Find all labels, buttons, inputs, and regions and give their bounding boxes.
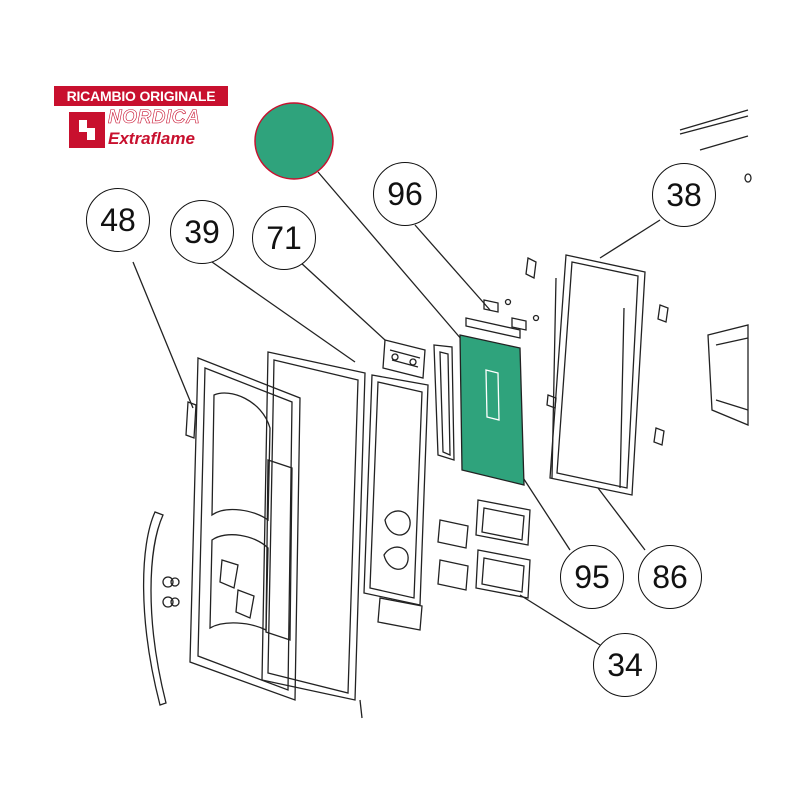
callout-95: 95 [560,545,624,609]
leader-86 [597,487,646,551]
brand-name: NORDICA [108,107,201,129]
glass-panel-95 [459,334,525,486]
brand-subname: Extraflame [108,129,195,148]
glass-bracket-96 [465,317,521,339]
stove-side-panel [707,324,749,426]
inner-panel-39 [363,374,429,606]
clip-lower [377,597,423,631]
callout-96: 96 [373,162,437,226]
ricambio-originale-banner: RICAMBIO ORIGINALE [54,86,228,106]
stove-top-edge [679,109,749,151]
leader-34 [519,594,601,646]
leader-highlight [317,171,463,341]
callout-39: 39 [170,200,234,264]
leader-71 [299,261,386,341]
door-gasket-frame [261,351,366,701]
callout-48: 48 [86,188,150,252]
leader-48 [132,261,194,409]
leader-39 [211,261,356,363]
main-door-48 [189,357,301,701]
callout-71: 71 [252,206,316,270]
callout-86: 86 [638,545,702,609]
gasket-frame [433,344,455,461]
leader-96 [414,224,491,311]
highlight-swatch [254,102,334,180]
nordica-logo-icon [69,112,105,148]
clip-71 [382,339,426,379]
plate-34-lower [475,549,531,599]
plate-34-upper [475,499,531,546]
callout-34: 34 [593,633,657,697]
leader-38 [599,219,661,259]
door-handle [142,511,167,706]
callout-38: 38 [652,163,716,227]
